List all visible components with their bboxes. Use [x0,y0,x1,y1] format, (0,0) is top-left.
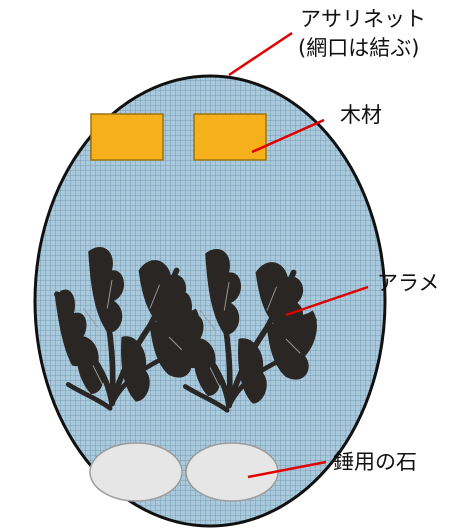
label-wood: 木材 [340,103,382,127]
leader-line-stone [247,460,327,479]
stone-right [185,442,279,502]
wood-block-left [90,113,164,161]
stone-left [89,442,183,502]
wood-block-right [193,113,267,161]
label-net-line2: (網口は結ぶ) [298,36,420,60]
clam-net [33,74,387,528]
leader-line-wood [251,118,325,154]
label-stone: 錘用の石 [333,450,417,474]
leader-line-arame [285,285,369,317]
leader-line-net [228,31,293,77]
label-net-line1: アサリネット [300,7,426,31]
label-arame: アラメ [377,271,440,295]
